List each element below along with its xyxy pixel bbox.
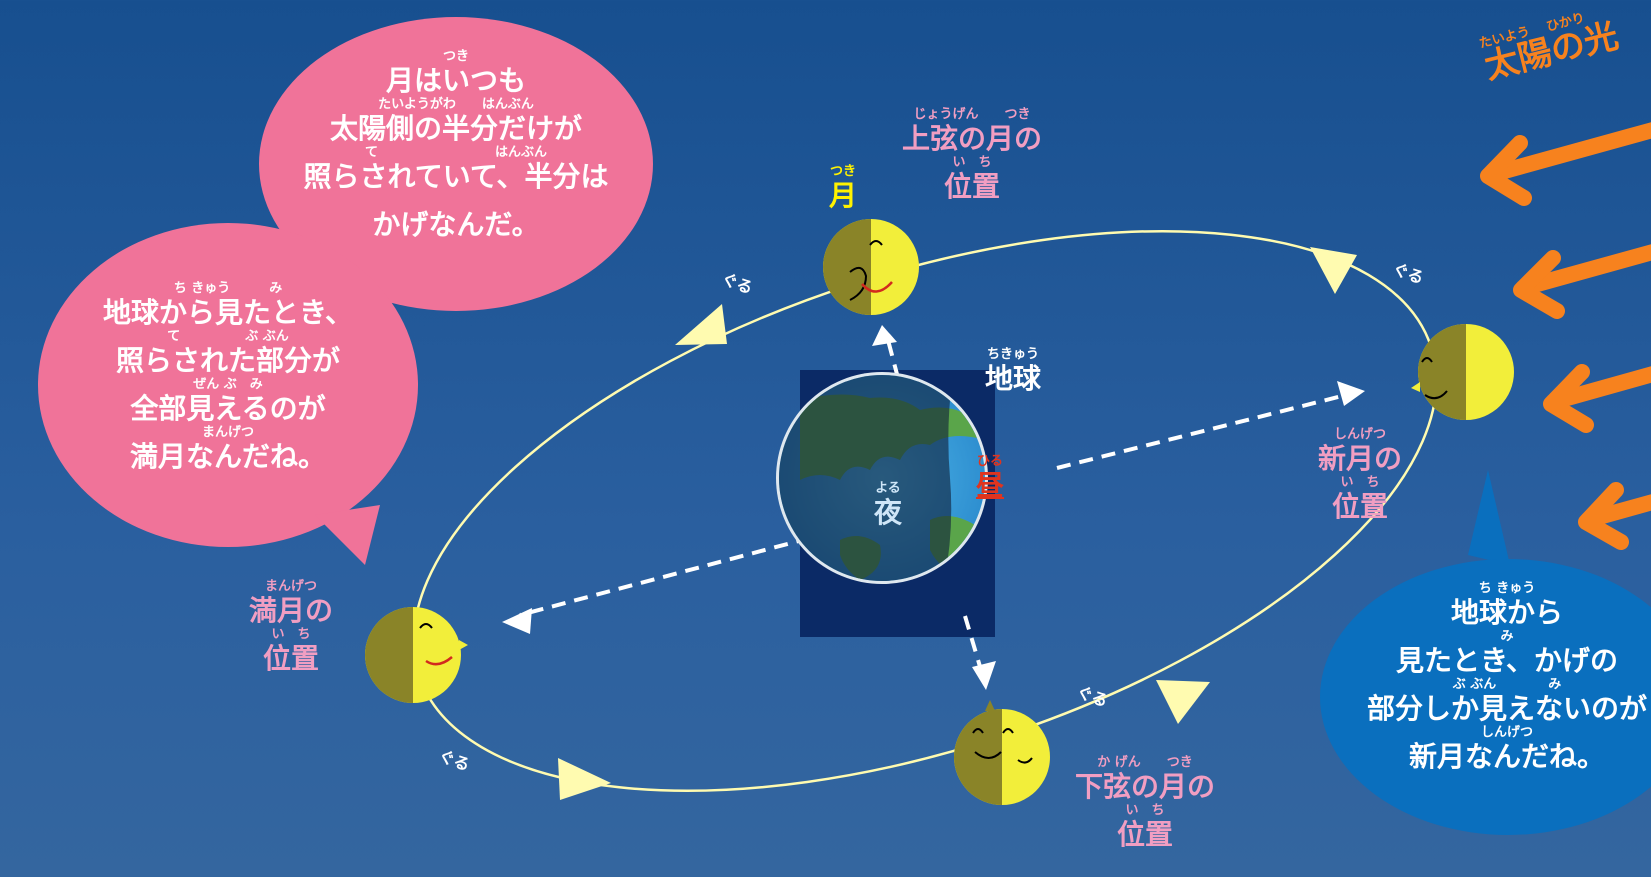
bubble-top-line1: 月はいつも <box>385 64 526 97</box>
view-arrowhead-left <box>502 608 532 634</box>
speech-bubble-left <box>38 223 418 565</box>
night-text: 夜 <box>874 496 903 529</box>
last-quarter-ruby1: か げん つき <box>1097 755 1193 770</box>
bubble-top-ruby1: つき <box>442 49 469 64</box>
orbit-arrow-bottom-right <box>1156 680 1210 724</box>
day-text: 昼 <box>976 469 1005 502</box>
new-moon-ruby1: しんげつ <box>1334 427 1387 442</box>
view-arrows <box>519 339 1343 671</box>
first-quarter-line2: 位置 <box>944 170 1001 203</box>
bubble-left-text: ち きゅう み 地球から見たとき、 て ぶ ぶん 照らされた部分が ぜん ぶ み… <box>63 282 393 474</box>
bubble-left-line3: 全部見えるのが <box>130 392 326 425</box>
bubble-right-ruby4: しんげつ <box>1480 725 1533 740</box>
bubble-top-ruby3: て はんぶん <box>364 145 547 160</box>
orbit-arrow-bottom-left <box>558 758 611 800</box>
bubble-top-ruby2: たいようがわ はんぶん <box>378 97 534 112</box>
full-moon-line1: 満月の <box>249 594 334 627</box>
orbit-arrow-top-right <box>1310 247 1357 294</box>
new-moon-line1: 新月の <box>1318 442 1403 475</box>
moon-last-quarter <box>954 700 1050 805</box>
new-moon-ruby2: い ち <box>1340 475 1380 490</box>
night-label: よる 夜 <box>874 482 902 530</box>
earth-label: ちきゅう 地球 <box>985 348 1041 396</box>
last-quarter-line2: 位置 <box>1117 818 1174 851</box>
bubble-right-ruby2: み <box>1500 629 1514 644</box>
speech-bubble-top <box>259 17 653 311</box>
moon-label-text: 月 <box>829 179 858 212</box>
sun-arrow-3 <box>1543 364 1651 433</box>
bubble-top-line4: かげなんだ。 <box>372 208 540 241</box>
moon-label: つき 月 <box>829 165 857 213</box>
bubble-left-ruby1: ち きゅう み <box>173 281 283 296</box>
bubble-left-line4: 満月なんだね。 <box>129 440 326 473</box>
moon-label-ruby: つき <box>830 164 857 179</box>
view-arrowhead-down <box>972 661 996 690</box>
day-ruby: ひる <box>977 454 1004 469</box>
first-quarter-line1: 上弦の月の <box>902 122 1043 155</box>
bubble-right-line3: 部分しか見えないのが <box>1366 692 1647 725</box>
speech-bubble-right <box>1320 470 1651 835</box>
full-moon-ruby2: い ち <box>271 627 311 642</box>
earth-label-ruby: ちきゅう <box>987 347 1040 362</box>
bubble-top-line3: 照らされていて、半分は <box>303 160 609 193</box>
bubble-right-ruby3: ぶ ぶん み <box>1452 677 1562 692</box>
bubble-left-line2: 照らされた部分が <box>115 344 340 377</box>
new-moon-line2: 位置 <box>1332 490 1389 523</box>
bubble-right-text: ち きゅう 地球から み 見たとき、かげの ぶ ぶん み 部分しか見えないのが … <box>1342 582 1651 774</box>
bubble-right-line2: 見たとき、かげの <box>1395 644 1619 677</box>
earth-label-text: 地球 <box>985 362 1042 395</box>
bubble-right-ruby1: ち きゅう <box>1478 581 1536 596</box>
bubble-left-ruby4: まんげつ <box>201 425 254 440</box>
bubble-top-text: つき 月はいつも たいようがわ はんぶん 太陽側の半分だけが て はんぶん 照ら… <box>283 50 629 242</box>
bubble-top-line2: 太陽側の半分だけが <box>329 112 582 145</box>
bubble-left-line1: 地球から見たとき、 <box>102 296 354 329</box>
moon-full <box>365 607 468 703</box>
full-moon-ruby1: まんげつ <box>265 579 318 594</box>
first-quarter-label: じょうげん つき 上弦の月の い ち 位置 <box>902 108 1042 204</box>
view-arrowhead-right <box>1337 381 1365 406</box>
sun-arrow-1 <box>1480 122 1651 206</box>
sun-arrow-2 <box>1513 244 1651 319</box>
last-quarter-line1: 下弦の月の <box>1075 770 1216 803</box>
earth-globe <box>776 372 988 584</box>
bubble-right-line4: 新月なんだね。 <box>1408 740 1605 773</box>
moon-new <box>1411 324 1514 420</box>
bubble-right-line1: 地球から <box>1450 596 1563 629</box>
full-moon-label: まんげつ 満月の い ち 位置 <box>249 580 333 676</box>
moon-first-quarter <box>823 219 919 315</box>
new-moon-label: しんげつ 新月の い ち 位置 <box>1318 428 1402 524</box>
sun-arrow-4 <box>1578 482 1651 550</box>
last-quarter-ruby2: い ち <box>1125 803 1165 818</box>
sunlight-arrows <box>1480 122 1651 550</box>
bubble-left-ruby3: ぜん ぶ み <box>193 377 263 392</box>
view-arrowhead-up <box>872 325 897 346</box>
first-quarter-ruby1: じょうげん つき <box>913 107 1031 122</box>
first-quarter-ruby2: い ち <box>952 155 992 170</box>
day-label: ひる 昼 <box>976 455 1004 503</box>
bubble-left-ruby2: て ぶ ぶん <box>167 329 289 344</box>
orbit-arrow-top-left <box>675 304 727 345</box>
night-ruby: よる <box>875 481 901 496</box>
last-quarter-label: か げん つき 下弦の月の い ち 位置 <box>1075 756 1215 852</box>
full-moon-line2: 位置 <box>263 642 320 675</box>
